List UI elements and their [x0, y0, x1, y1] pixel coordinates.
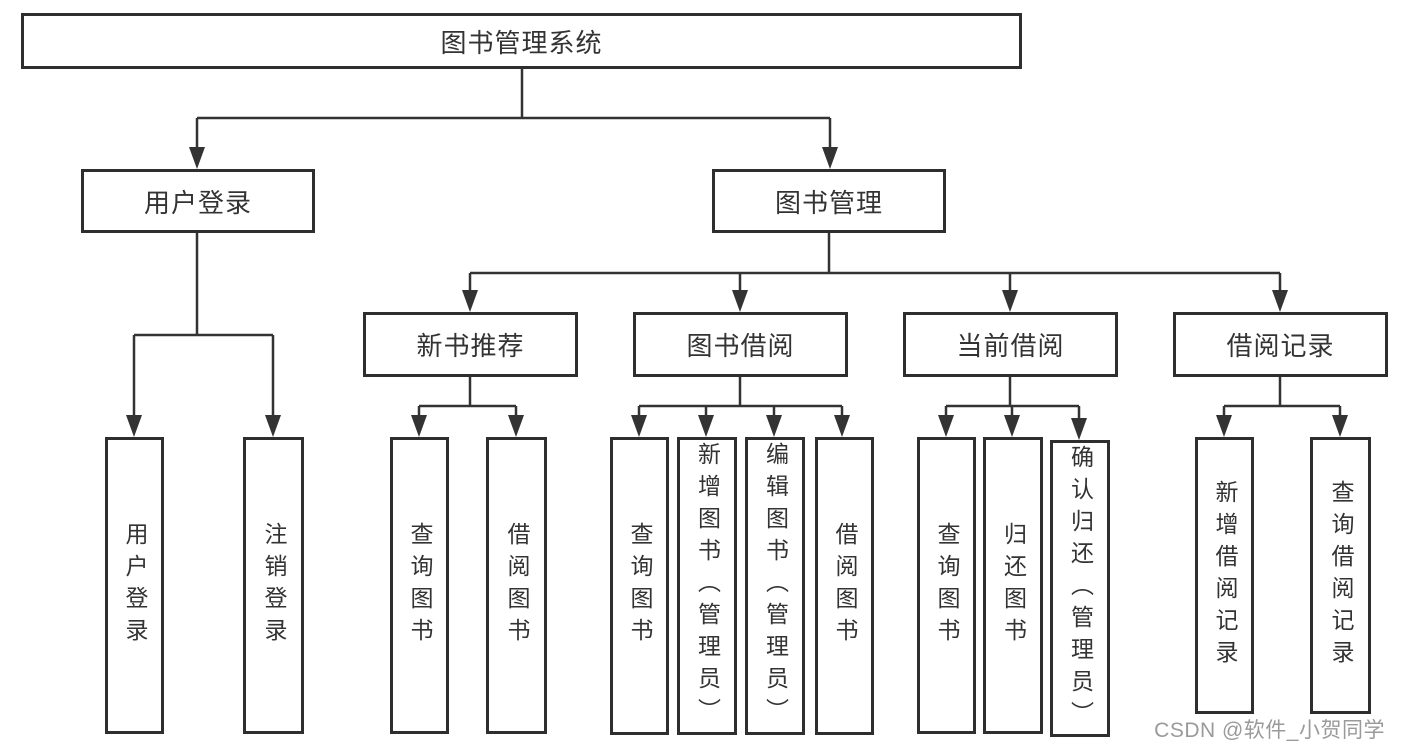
node-label: 借阅图书	[504, 521, 530, 650]
leaf-query-borrow-record: 查询借阅记录	[1310, 437, 1371, 714]
node-borrowing-records: 借阅记录	[1173, 312, 1388, 377]
node-book-borrowing: 图书借阅	[633, 312, 848, 377]
leaf-logout: 注销登录	[243, 437, 304, 734]
node-label: 查询图书	[407, 521, 433, 650]
node-label: 归还图书	[1000, 521, 1027, 650]
node-root-system: 图书管理系统	[21, 13, 1022, 69]
node-label: 用户登录	[143, 187, 252, 218]
leaf-borrow-books-recommend: 借阅图书	[486, 437, 547, 734]
node-label: 查询借阅记录	[1328, 479, 1354, 672]
node-label: 图书借阅	[686, 331, 795, 361]
leaf-edit-books-admin: 编辑图书（管理员）	[745, 437, 805, 735]
node-label: 图书管理系统	[440, 27, 603, 58]
csdn-watermark: CSDN @软件_小贺同学	[1154, 719, 1385, 742]
leaf-confirm-return-admin: 确认归还（管理员）	[1050, 440, 1110, 737]
leaf-add-borrow-record: 新增借阅记录	[1195, 437, 1254, 714]
leaf-query-books-current: 查询图书	[917, 437, 976, 734]
leaf-user-login: 用户登录	[105, 437, 164, 734]
node-new-book-recommend: 新书推荐	[363, 312, 578, 377]
node-label: 新增图书（管理员）	[694, 442, 721, 730]
node-label: 查询图书	[934, 521, 960, 650]
arrowheads	[126, 147, 1348, 440]
connector-path	[132, 68, 1342, 421]
node-label: 新书推荐	[416, 331, 525, 361]
node-book-management: 图书管理	[712, 169, 946, 233]
node-label: 图书管理	[774, 187, 883, 218]
node-label: 用户登录	[122, 521, 148, 650]
node-label: 查询图书	[627, 522, 653, 650]
leaf-return-books: 归还图书	[983, 437, 1043, 734]
node-label: 借阅记录	[1226, 331, 1335, 361]
node-label: 借阅图书	[832, 522, 858, 650]
leaf-add-books-admin: 新增图书（管理员）	[677, 437, 737, 735]
node-label: 编辑图书（管理员）	[762, 442, 789, 730]
node-label: 注销登录	[261, 521, 287, 650]
node-label: 确认归还（管理员）	[1067, 444, 1094, 733]
leaf-borrow-books-borrowing: 借阅图书	[815, 437, 874, 735]
leaf-query-books-borrowing: 查询图书	[610, 437, 669, 735]
node-current-borrowing: 当前借阅	[903, 312, 1118, 377]
leaf-query-books-recommend: 查询图书	[390, 437, 449, 734]
node-label: 当前借阅	[956, 331, 1065, 361]
node-user-login: 用户登录	[81, 169, 315, 233]
node-label: 新增借阅记录	[1212, 479, 1238, 672]
